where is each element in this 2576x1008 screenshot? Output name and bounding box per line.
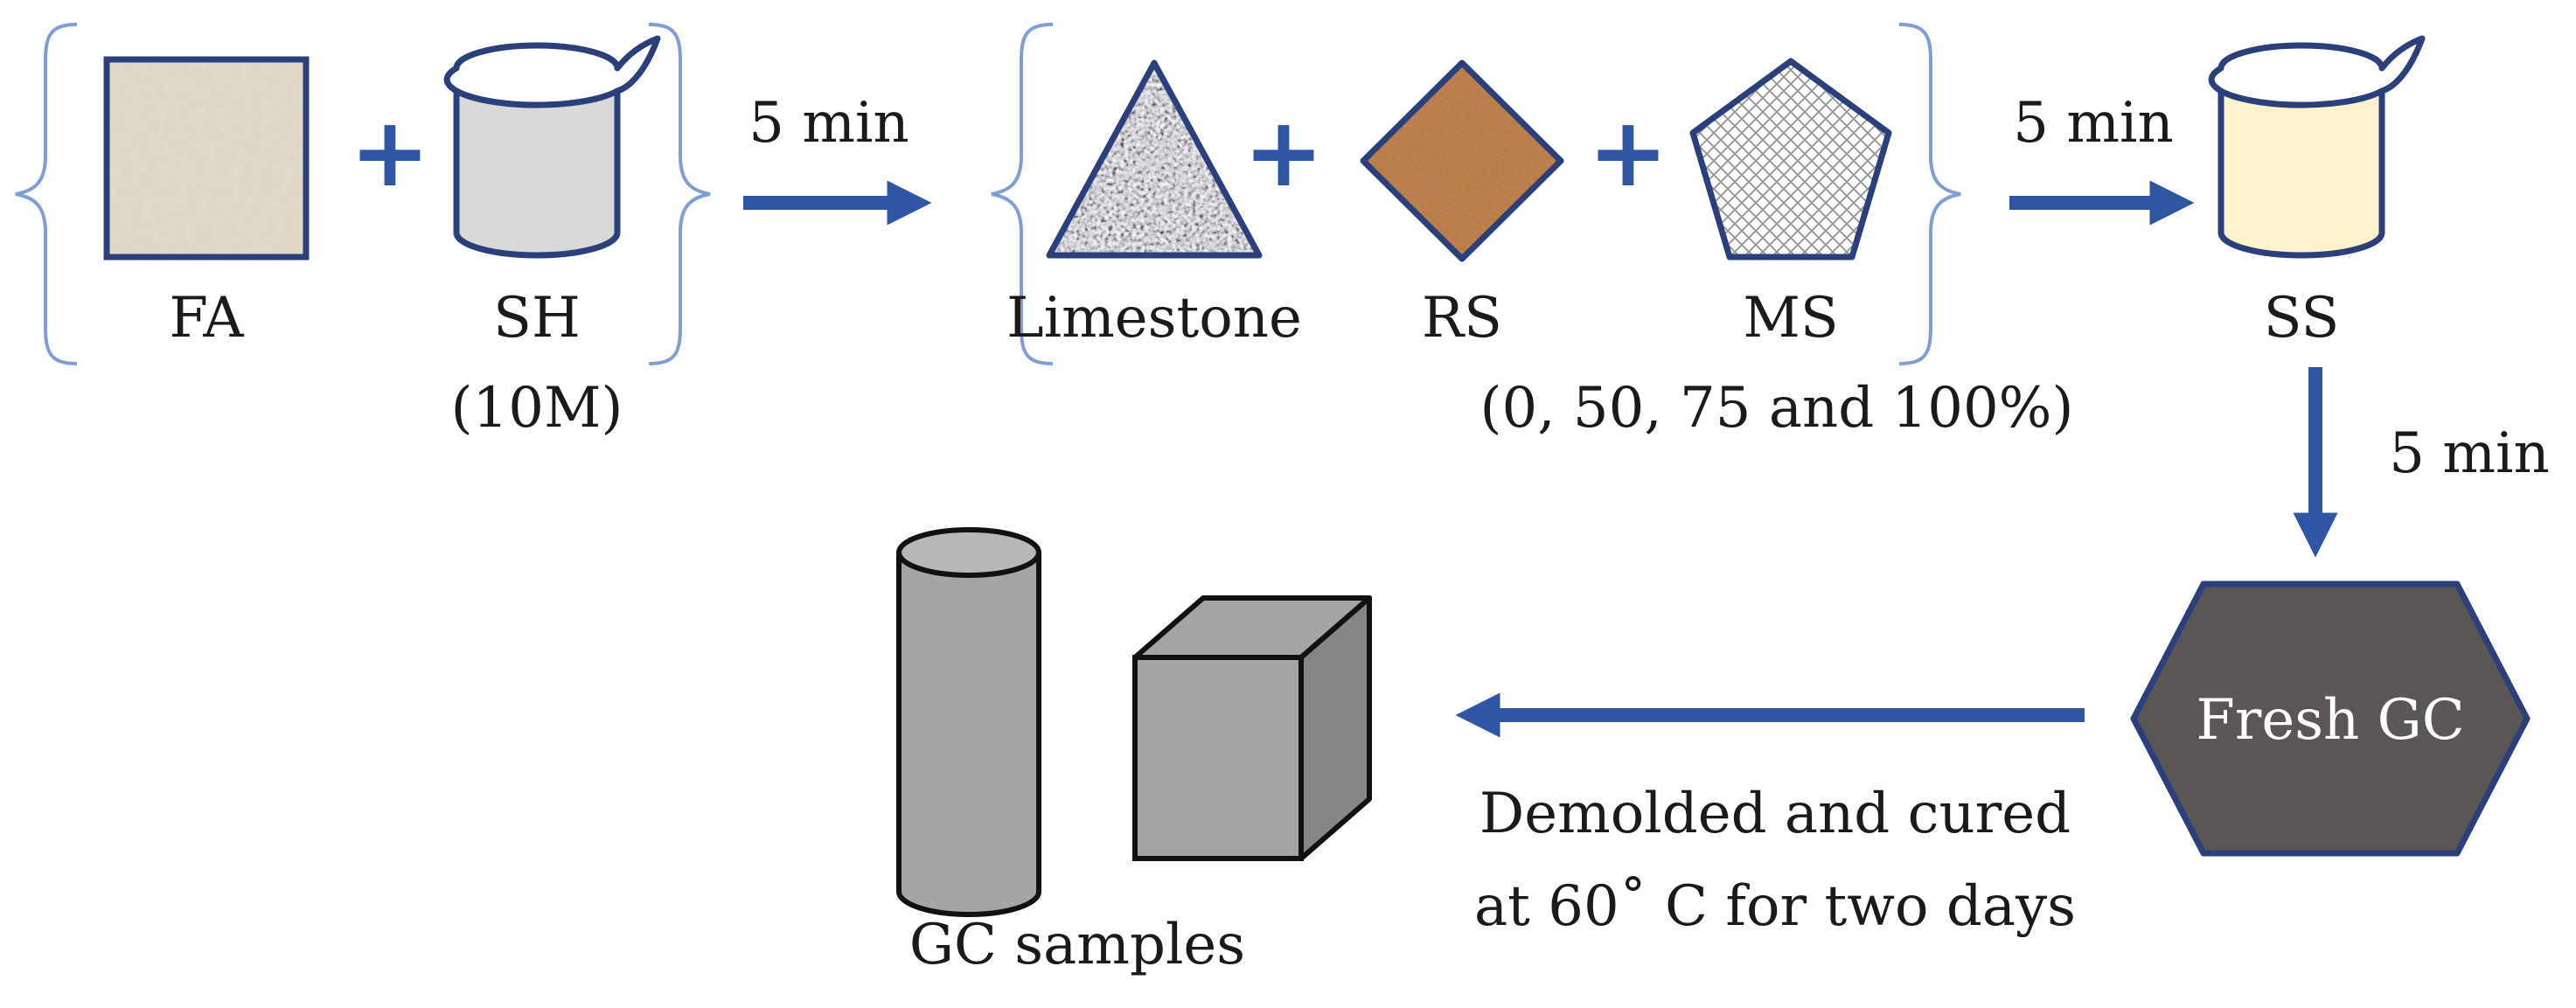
gc-samples-label: GC samples	[909, 913, 1245, 977]
fa-square-icon	[103, 56, 310, 261]
right-brace-group-2	[1898, 23, 1961, 365]
plus-sign-2: +	[1243, 96, 1324, 208]
rs-label: RS	[1422, 286, 1502, 351]
limestone-triangle-icon	[1046, 59, 1263, 259]
curing-line-2-label: at 60˚ C for two days	[1474, 874, 2076, 939]
sh-beaker-icon	[443, 35, 661, 259]
ms-pentagon-icon	[1689, 58, 1892, 261]
mix-time-3-label: 5 min	[2389, 421, 2549, 486]
ms-label: MS	[1743, 286, 1838, 351]
sh-label: SH	[493, 286, 581, 351]
fa-label: FA	[169, 286, 244, 351]
fresh-gc-hexagon-icon	[2130, 580, 2531, 857]
cube-sample-icon	[1132, 595, 1372, 861]
cylinder-sample-icon	[896, 527, 1041, 917]
ss-beaker-icon	[2208, 35, 2426, 259]
left-brace-group-2	[991, 23, 1054, 365]
sh-molarity-label: (10M)	[451, 376, 623, 441]
plus-sign-1: +	[350, 96, 430, 208]
ss-label: SS	[2264, 286, 2340, 351]
left-brace-group-1	[15, 23, 78, 365]
curing-line-1-label: Demolded and cured	[1479, 782, 2071, 846]
rs-diamond-icon	[1360, 59, 1564, 262]
mix-time-2-label: 5 min	[2013, 91, 2173, 156]
right-brace-group-1	[648, 23, 711, 365]
plus-sign-3: +	[1588, 96, 1668, 208]
fresh-gc-label: Fresh GC	[2196, 688, 2464, 753]
mix-time-1-label: 5 min	[748, 91, 909, 156]
ms-ratios-label: (0, 50, 75 and 100%)	[1480, 376, 2074, 441]
limestone-label: Limestone	[1006, 286, 1302, 351]
